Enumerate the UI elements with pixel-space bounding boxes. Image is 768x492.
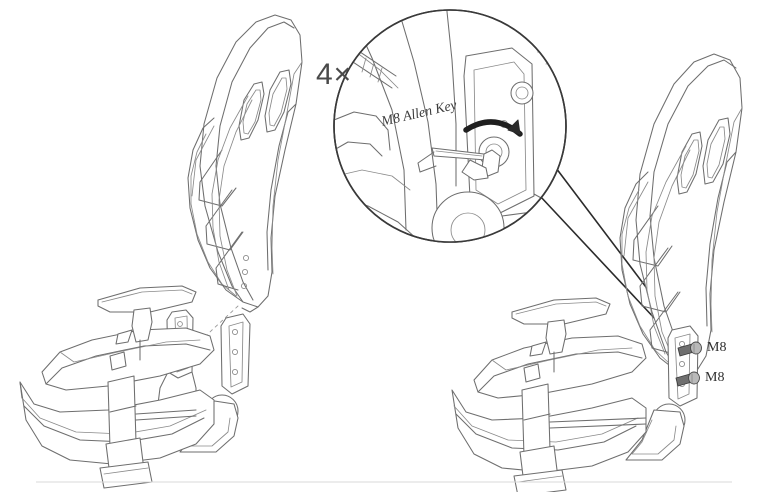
right-seat-base bbox=[451, 297, 699, 492]
m8-label-lower: M8 bbox=[705, 370, 725, 385]
left-backrest bbox=[187, 14, 303, 313]
quantity-label: 4× bbox=[316, 58, 353, 91]
magnifier-detail bbox=[333, 9, 567, 243]
m8-bolt-lower bbox=[675, 371, 700, 387]
m8-bolt-upper bbox=[677, 341, 702, 357]
left-seat-base bbox=[19, 285, 251, 489]
m8-label-upper: M8 bbox=[707, 340, 727, 355]
right-backrest bbox=[619, 53, 743, 373]
